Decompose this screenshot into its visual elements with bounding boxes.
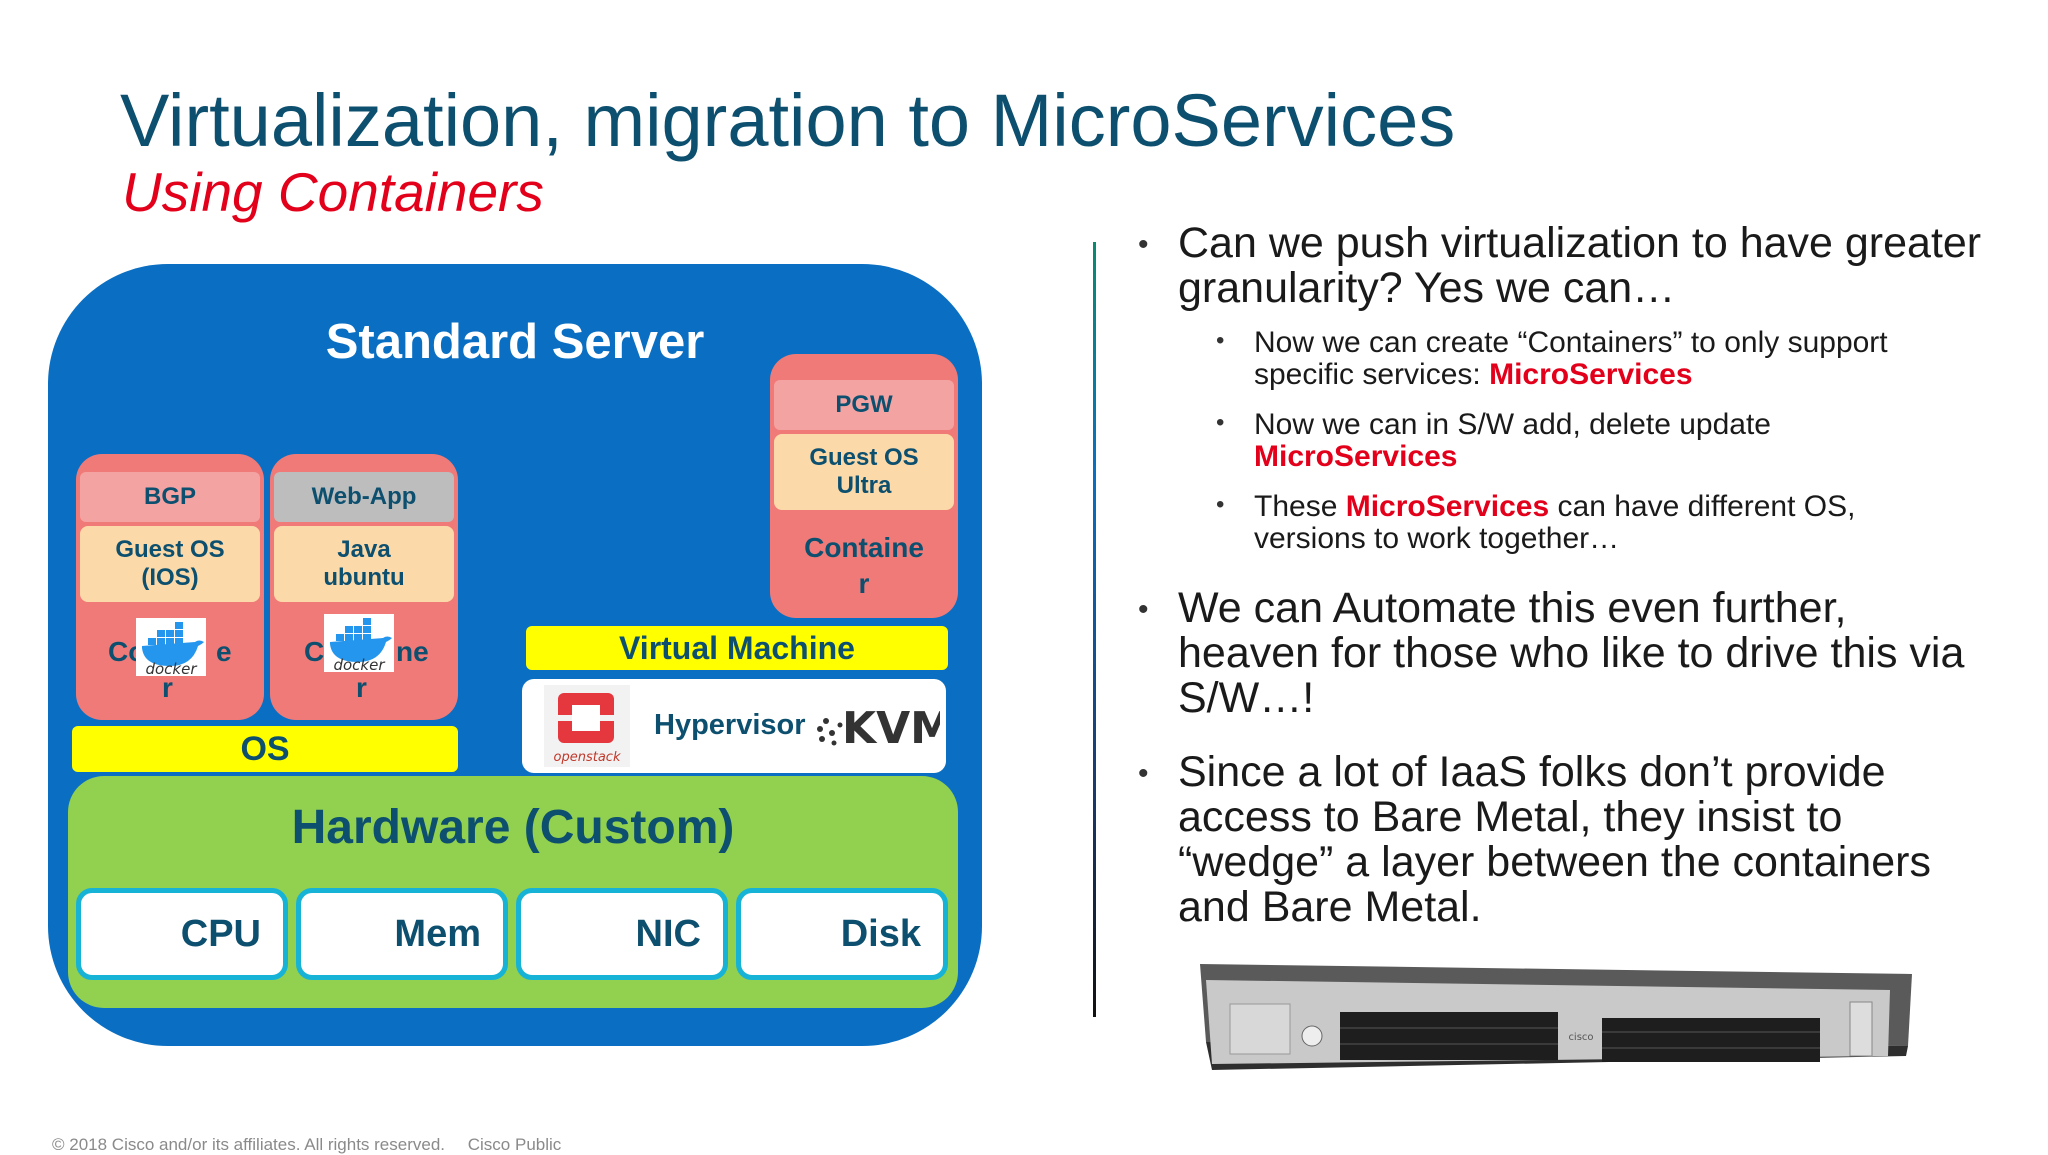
- virtual-machine-layer: Virtual Machine: [526, 626, 948, 670]
- app-label-bgp: BGP: [80, 472, 260, 522]
- bullet-3: Since a lot of IaaS folks don’t provide …: [1178, 748, 1931, 931]
- standard-server-diagram: Standard Server BGP Guest OS(IOS) Co e r: [48, 264, 982, 1046]
- bullet-2: We can Automate this even further, heave…: [1178, 584, 1965, 722]
- hypervisor-label: Hypervisor: [654, 709, 806, 741]
- slide-subtitle: Using Containers: [122, 161, 544, 223]
- container-label: Co e r docker: [76, 614, 264, 714]
- guest-os-ios: Guest OS(IOS): [80, 526, 260, 602]
- docker-logo-icon: docker: [136, 618, 206, 678]
- hypervisor-layer: openstack Hypervisor KVM: [522, 679, 954, 773]
- app-label-pgw: PGW: [774, 380, 954, 430]
- classification-text: Cisco Public: [467, 1135, 562, 1154]
- svg-text:openstack: openstack: [554, 750, 621, 765]
- hardware-layer: Hardware (Custom) CPU Mem NIC Disk: [68, 776, 958, 1008]
- sub-bullet-dot: •: [1216, 491, 1225, 518]
- sub-bullet-1: Now we can create “Containers” to only s…: [1254, 326, 1888, 391]
- container-label: C ne r docker: [270, 614, 458, 714]
- svg-text:KVM: KVM: [842, 703, 940, 751]
- os-layer: OS: [72, 726, 458, 772]
- bullet-1: Can we push virtualization to have great…: [1178, 219, 1982, 312]
- bullet-dot: •: [1138, 228, 1149, 261]
- slide-title: Virtualization, migration to MicroServic…: [120, 79, 1456, 162]
- sub-bullet-dot: •: [1216, 327, 1225, 354]
- svg-text:docker: docker: [333, 656, 385, 672]
- server-title: Standard Server: [325, 315, 705, 369]
- sub-bullet-dot: •: [1216, 409, 1225, 436]
- openstack-logo-icon: openstack: [544, 685, 630, 767]
- app-label-web-app: Web-App: [274, 472, 454, 522]
- sub-bullet-3: These MicroServices can have different O…: [1254, 490, 1856, 555]
- rack-server-image: cisco: [1190, 960, 1920, 1080]
- hardware-nic: NIC: [516, 888, 728, 980]
- divider-line: [1093, 242, 1096, 1017]
- footer: © 2018 Cisco and/or its affiliates. All …: [52, 1135, 579, 1155]
- bullet-dot: •: [1138, 593, 1149, 626]
- container-bgp: BGP Guest OS(IOS) Co e r docker: [76, 454, 264, 720]
- hardware-mem: Mem: [296, 888, 508, 980]
- sub-bullet-2: Now we can in S/W add, delete update Mic…: [1254, 408, 1771, 473]
- bullet-dot: •: [1138, 757, 1149, 790]
- hardware-title: Hardware (Custom): [291, 801, 735, 854]
- hardware-disk: Disk: [736, 888, 948, 980]
- svg-text:cisco: cisco: [1568, 1032, 1593, 1043]
- hardware-cpu: CPU: [76, 888, 288, 980]
- docker-logo-icon: docker: [324, 614, 394, 674]
- kvm-logo-icon: KVM: [814, 699, 954, 754]
- svg-text:docker: docker: [145, 660, 197, 676]
- copyright-text: © 2018 Cisco and/or its affiliates. All …: [52, 1135, 446, 1154]
